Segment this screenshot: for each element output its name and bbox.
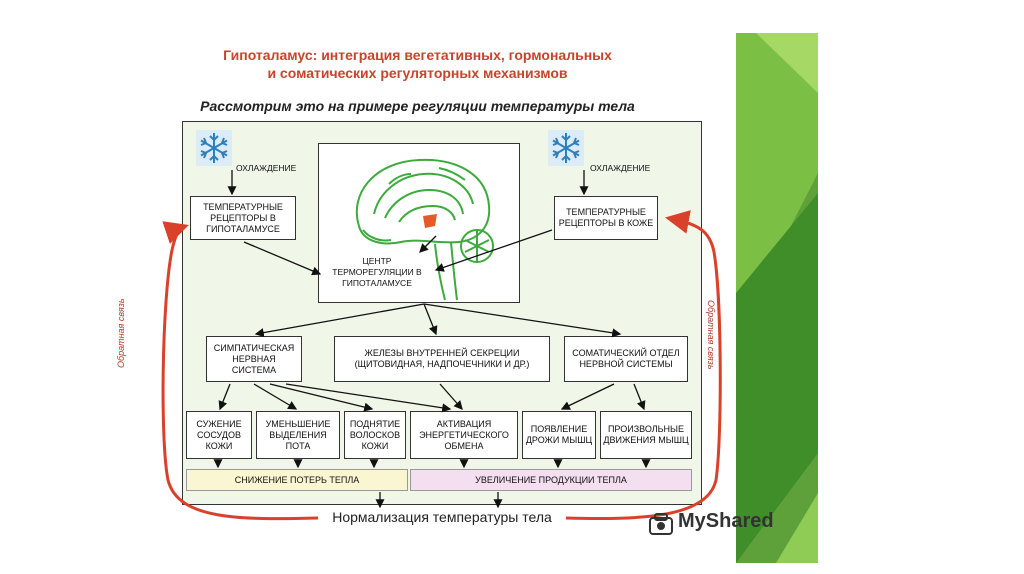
snowflake-icon [548, 130, 584, 166]
hair-raising-box: ПОДНЯТИЕ ВОЛОСКОВ КОЖИ [344, 411, 406, 459]
watermark: MyShared [678, 510, 774, 532]
receptors-hypothalamus-box: ТЕМПЕРАТУРНЫЕ РЕЦЕПТОРЫ В ГИПОТАЛАМУСЕ [190, 196, 296, 240]
sympathetic-box: СИМПАТИЧЕСКАЯ НЕРВНАЯ СИСТЕМА [206, 336, 302, 382]
cooling-right-label: ОХЛАЖДЕНИЕ [590, 163, 651, 173]
normalization-label: Нормализация температуры тела [318, 509, 566, 525]
sweat-reduction-box: УМЕНЬШЕНИЕ ВЫДЕЛЕНИЯ ПОТА [256, 411, 340, 459]
heat-production-strip: УВЕЛИЧЕНИЕ ПРОДУКЦИИ ТЕПЛА [410, 469, 692, 491]
title-line-2: и соматических регуляторных механизмов [267, 65, 568, 81]
title-line-1: Гипоталамус: интеграция вегетативных, го… [223, 47, 612, 63]
brain-illustration [355, 158, 494, 301]
receptors-skin-box: ТЕМПЕРАТУРНЫЕ РЕЦЕПТОРЫ В КОЖЕ [554, 196, 658, 240]
shivering-box: ПОЯВЛЕНИЕ ДРОЖИ МЫШЦ [522, 411, 596, 459]
green-decoration [736, 33, 818, 563]
feedback-left-label: Обратная связь [116, 298, 126, 368]
metabolism-box: АКТИВАЦИЯ ЭНЕРГЕТИЧЕСКОГО ОБМЕНА [410, 411, 518, 459]
endocrine-box: ЖЕЛЕЗЫ ВНУТРЕННЕЙ СЕКРЕЦИИ (ЩИТОВИДНАЯ, … [334, 336, 550, 382]
snowflake-icon [196, 130, 232, 166]
thermo-center-label: ЦЕНТР ТЕРМОРЕГУЛЯЦИИ В ГИПОТАЛАМУСЕ [332, 256, 422, 289]
heat-loss-strip: СНИЖЕНИЕ ПОТЕРЬ ТЕПЛА [186, 469, 408, 491]
cooling-left-label: ОХЛАЖДЕНИЕ [236, 163, 297, 173]
subtitle: Рассмотрим это на примере регуляции темп… [200, 98, 635, 114]
vasoconstriction-box: СУЖЕНИЕ СОСУДОВ КОЖИ [186, 411, 252, 459]
somatic-box: СОМАТИЧЕСКИЙ ОТДЕЛ НЕРВНОЙ СИСТЕМЫ [564, 336, 688, 382]
feedback-right-label: Обратная связь [706, 300, 716, 370]
voluntary-box: ПРОИЗВОЛЬНЫЕ ДВИЖЕНИЯ МЫШЦ [600, 411, 692, 459]
myshared-logo-icon [648, 512, 674, 538]
